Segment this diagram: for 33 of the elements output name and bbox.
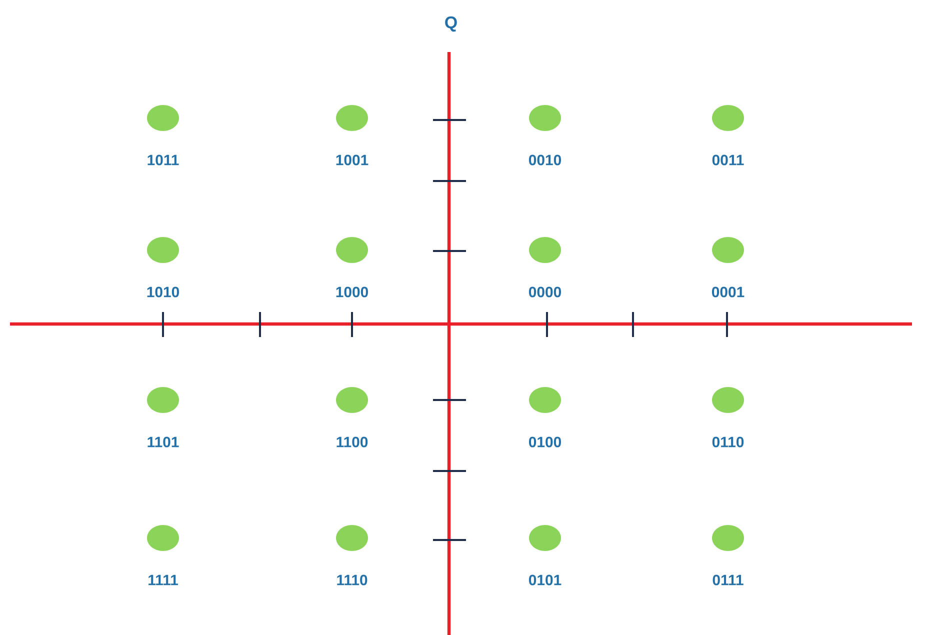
constellation-point: 1011 (147, 105, 179, 166)
node-label: 0000 (528, 286, 561, 298)
constellation-point: 0101 (528, 525, 562, 586)
node-label: 0111 (712, 574, 744, 586)
node-label: 0010 (528, 154, 561, 166)
constellation-point: 1101 (147, 387, 179, 448)
constellation-point: 0110 (712, 387, 744, 448)
constellation-point: 1100 (336, 387, 368, 448)
node-label: 0101 (528, 574, 562, 586)
constellation-point: 0100 (528, 387, 561, 448)
constellation-point: 1010 (147, 237, 179, 298)
constellation-point: 0011 (712, 105, 744, 166)
node-label: 0001 (712, 286, 744, 298)
node-label: 0011 (712, 154, 744, 166)
constellation-point: 0000 (528, 237, 561, 298)
constellation-point: 0001 (712, 237, 744, 298)
node-label: 1101 (148, 436, 179, 448)
constellation-point: 1111 (147, 525, 179, 586)
constellation-point: 1000 (336, 237, 368, 298)
node-label: 1110 (337, 574, 368, 586)
constellation-point: 1001 (336, 105, 368, 166)
node-label: 0110 (712, 436, 744, 448)
constellation-point: 0010 (528, 105, 561, 166)
constellation-point: 1110 (336, 525, 368, 586)
node-label: 1111 (148, 574, 178, 586)
axis-label: Q (445, 16, 457, 32)
node-label: 1001 (336, 154, 368, 166)
constellation-point: 0111 (712, 525, 744, 586)
node-label: 1000 (336, 286, 368, 298)
node-label: 1011 (148, 154, 179, 166)
node-label: 0100 (528, 436, 561, 448)
node-label: 1100 (336, 436, 368, 448)
node-label: 1010 (147, 286, 179, 298)
